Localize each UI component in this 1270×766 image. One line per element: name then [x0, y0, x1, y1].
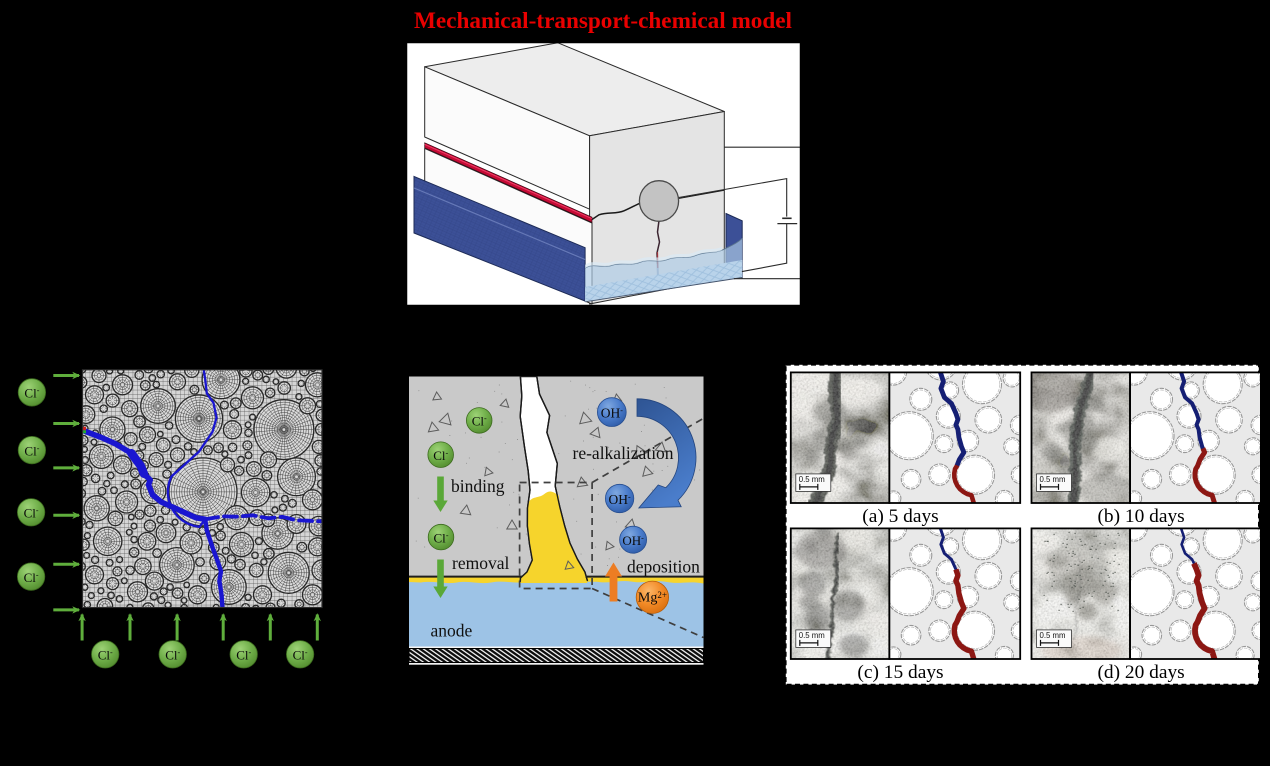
svg-text:0.5 mm: 0.5 mm — [1040, 475, 1066, 484]
svg-text:re-alkalization: re-alkalization — [573, 443, 674, 463]
svg-text:(a) 5 days: (a) 5 days — [862, 506, 938, 527]
svg-text:Cl-: Cl- — [472, 414, 487, 429]
svg-text:Cl-: Cl- — [24, 506, 39, 521]
svg-text:binding: binding — [451, 476, 505, 496]
svg-text:Cl-: Cl- — [434, 530, 449, 545]
svg-text:(b) 10 days: (b) 10 days — [1097, 506, 1184, 527]
svg-text:OH-: OH- — [601, 405, 624, 420]
svg-text:removal: removal — [452, 553, 509, 573]
svg-text:OH-: OH- — [609, 492, 632, 507]
svg-text:OH-: OH- — [622, 533, 644, 548]
svg-text:0.5 mm: 0.5 mm — [799, 475, 825, 484]
svg-text:Cl-: Cl- — [24, 443, 39, 458]
svg-text:Cl-: Cl- — [24, 570, 39, 585]
svg-text:(c) 15 days: (c) 15 days — [857, 662, 943, 683]
svg-text:(d) 20 days: (d) 20 days — [1097, 662, 1184, 683]
svg-text:Cl-: Cl- — [293, 648, 308, 663]
svg-text:Cl-: Cl- — [98, 648, 113, 663]
svg-text:Cl-: Cl- — [24, 386, 39, 401]
svg-text:Cl-: Cl- — [433, 448, 448, 463]
svg-text:Cl-: Cl- — [236, 648, 251, 663]
svg-text:0.5 mm: 0.5 mm — [799, 631, 825, 640]
svg-text:anode: anode — [431, 621, 473, 641]
svg-text:0.5 mm: 0.5 mm — [1040, 631, 1066, 640]
svg-text:deposition: deposition — [627, 557, 700, 577]
svg-text:Cl-: Cl- — [165, 648, 180, 663]
